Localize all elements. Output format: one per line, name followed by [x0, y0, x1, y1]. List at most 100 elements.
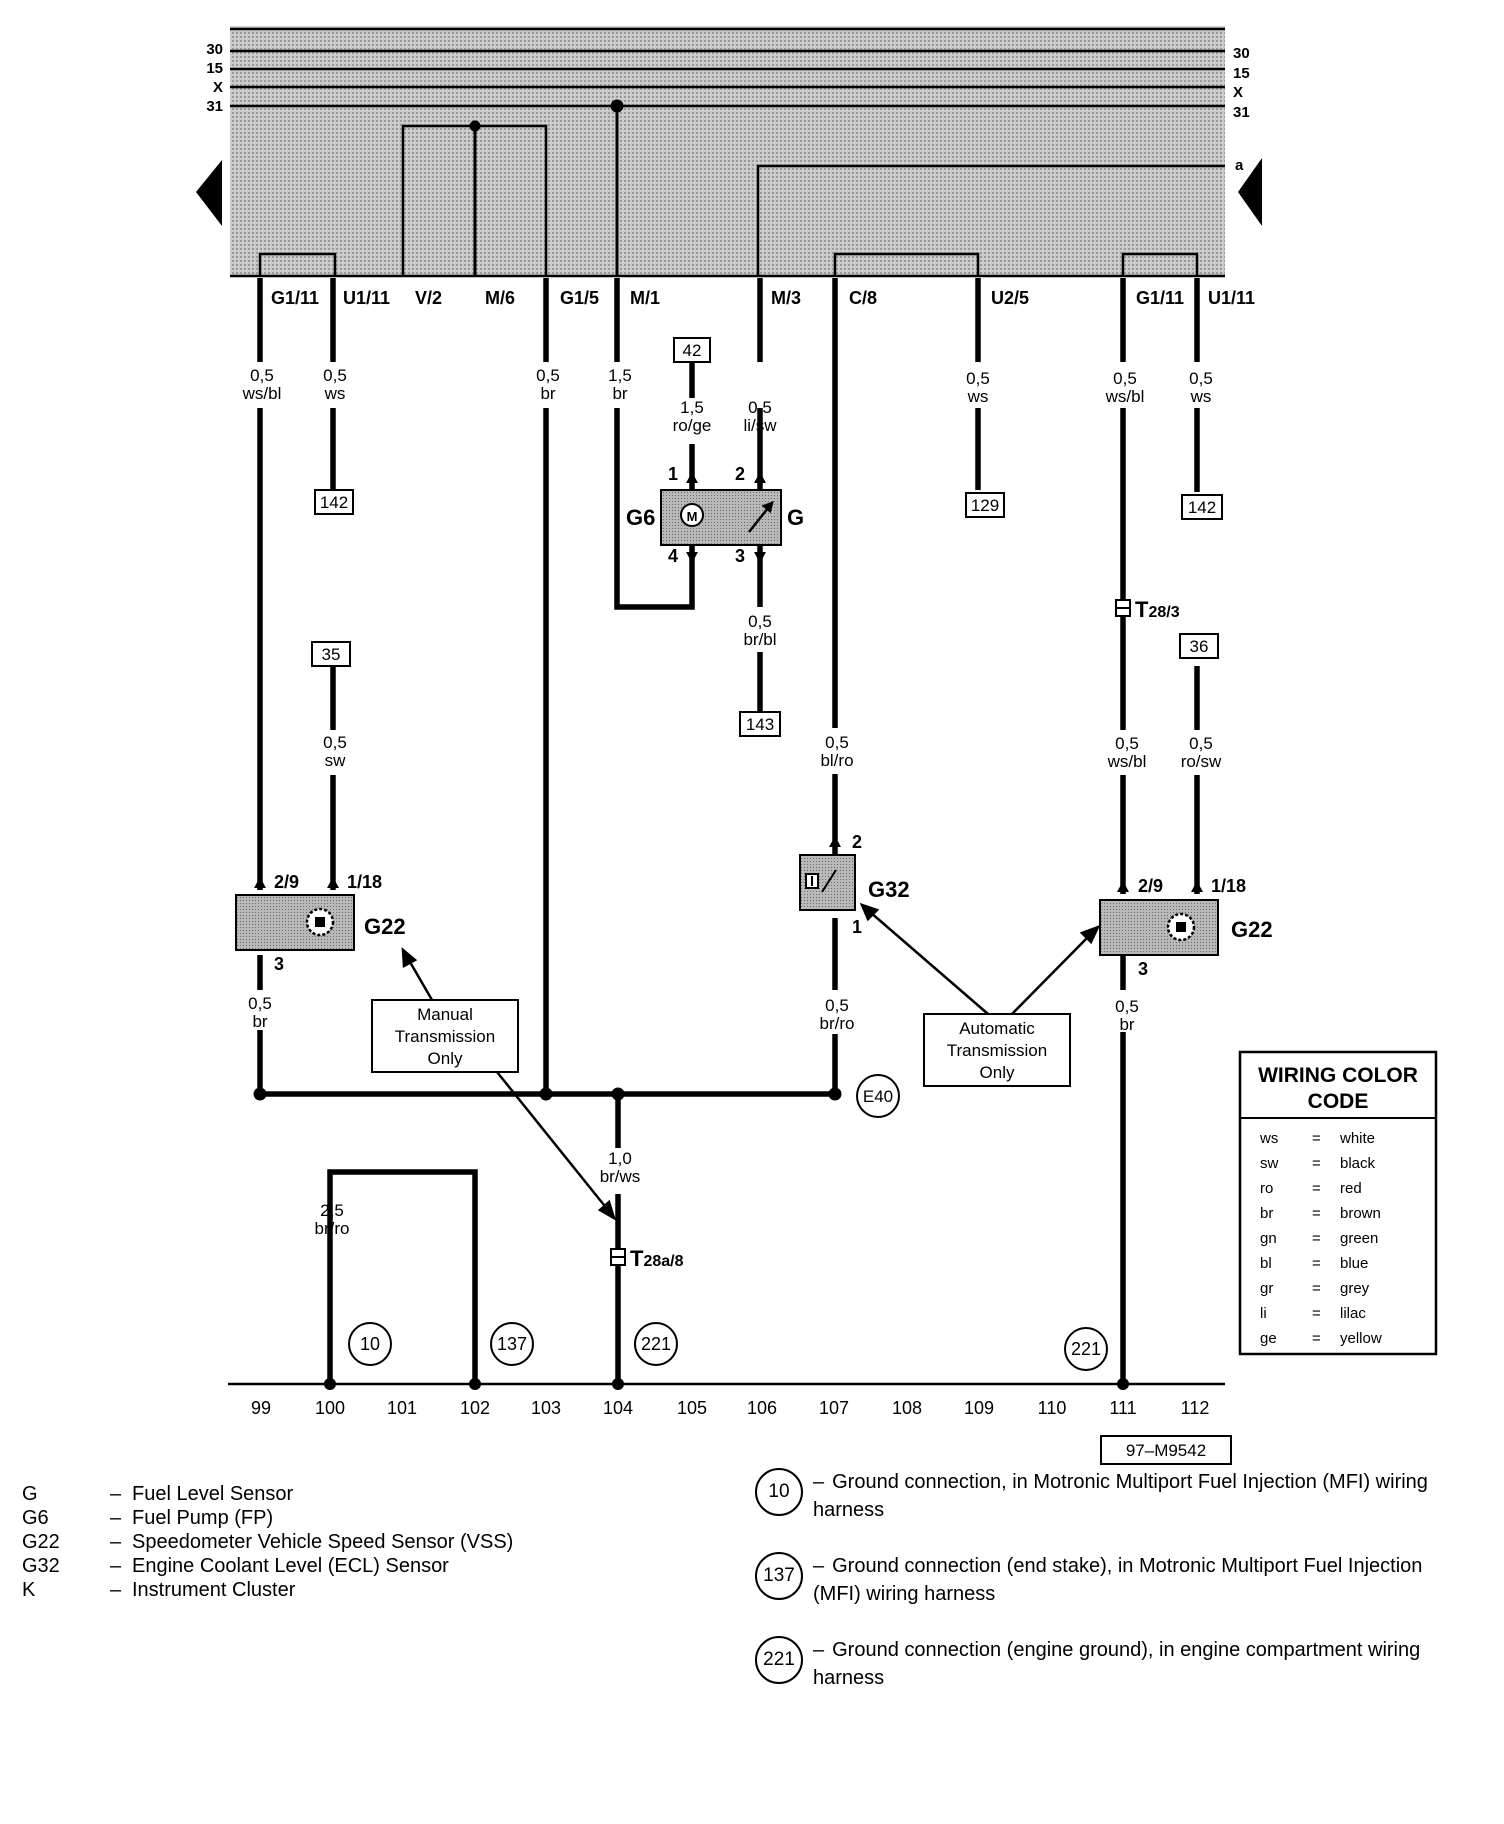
svg-text:Transmission: Transmission	[947, 1041, 1047, 1060]
connector-m-1: M/1	[630, 288, 660, 308]
terminal-t28a-8: T28a/8	[610, 1246, 684, 1271]
connector-v-2: V/2	[415, 288, 442, 308]
svg-text:0,5: 0,5	[1115, 734, 1139, 753]
svg-text:221: 221	[641, 1334, 671, 1354]
svg-text:WIRING COLOR: WIRING COLOR	[1258, 1064, 1418, 1087]
svg-text:Manual: Manual	[417, 1005, 473, 1024]
svg-text:142: 142	[1188, 498, 1216, 517]
pin-2: 2	[735, 464, 745, 484]
connector-g1-11: G1/11	[271, 288, 319, 308]
svg-text:br/ro: br/ro	[315, 1219, 350, 1238]
color-code-row: br	[1260, 1205, 1273, 1222]
cluster-internal-wiring	[258, 99, 1225, 276]
legend-row: G32–Engine Coolant Level (ECL) Sensor	[22, 1555, 449, 1577]
callout-manual-transmission: Manual Transmission Only	[371, 999, 519, 1073]
connector-g1-5: G1/5	[560, 288, 599, 308]
svg-text:42: 42	[683, 341, 702, 360]
speed-sensor-icon	[305, 907, 335, 937]
ground-circle-221: 221	[1064, 1327, 1108, 1371]
fuel-module-box	[660, 489, 782, 546]
pin-2-9: 2/9	[1138, 876, 1163, 896]
svg-text:E40: E40	[863, 1087, 893, 1106]
bus-label-15: 15	[1233, 65, 1250, 82]
wire-labels: 0,5ws/bl 0,5ws 0,5br 1,5br 1,5ro/ge 0,5l…	[242, 366, 1222, 1238]
connector-labels: G1/11 U1/11 V/2 M/6 G1/5 M/1 M/3 C/8 U2/…	[271, 288, 1255, 308]
svg-text:lilac: lilac	[1340, 1305, 1366, 1322]
svg-text:112: 112	[1181, 1398, 1210, 1418]
svg-text:br/bl: br/bl	[743, 630, 776, 649]
pin-2-9: 2/9	[274, 872, 299, 892]
ground-legend-row: 10 –Ground connection, in Motronic Multi…	[755, 1468, 1475, 1524]
svg-text:0,5: 0,5	[248, 994, 272, 1013]
svg-text:br: br	[252, 1012, 267, 1031]
ground-legend-row: 137 –Ground connection (end stake), in M…	[755, 1552, 1475, 1608]
svg-text:0,5: 0,5	[825, 733, 849, 752]
connector-u1-11: U1/11	[343, 288, 390, 308]
svg-text:red: red	[1340, 1180, 1362, 1197]
bus-label-a: a	[1235, 157, 1244, 174]
wire-label: 1,5ro/ge	[673, 398, 712, 435]
color-code-row: sw	[1260, 1155, 1279, 1172]
svg-text:142: 142	[320, 493, 348, 512]
reference-box-142: 142	[314, 489, 354, 515]
svg-text:102: 102	[460, 1398, 490, 1418]
figure-id: 97–M9542	[1100, 1435, 1232, 1465]
left-arrow-icon	[196, 160, 222, 226]
svg-text:221: 221	[1071, 1339, 1101, 1359]
bus-label-15: 15	[206, 60, 223, 77]
pin-1-18: 1/18	[1211, 876, 1246, 896]
svg-text:bl/ro: bl/ro	[820, 751, 853, 770]
legend-row: G6–Fuel Pump (FP)	[22, 1507, 274, 1529]
component-g22: G22	[364, 914, 406, 939]
wire-label: 0,5ws/bl	[242, 366, 282, 403]
wire-label: 0,5ws	[1189, 369, 1213, 406]
bus-label-30: 30	[1233, 45, 1250, 62]
svg-text:0,5: 0,5	[536, 366, 560, 385]
svg-text:ws/bl: ws/bl	[1105, 387, 1145, 406]
pin-3: 3	[735, 546, 745, 566]
wire-label: 0,5br	[536, 366, 560, 403]
svg-text:0,5: 0,5	[1189, 369, 1213, 388]
color-code-row: gr	[1260, 1280, 1273, 1297]
svg-text:ro/ge: ro/ge	[673, 416, 712, 435]
reference-box-42: 42	[673, 337, 711, 363]
svg-text:107: 107	[819, 1398, 849, 1418]
svg-text:blue: blue	[1340, 1255, 1368, 1272]
instrument-cluster-area	[230, 26, 1225, 276]
svg-text:108: 108	[892, 1398, 922, 1418]
svg-text:T28a/8: T28a/8	[630, 1246, 684, 1271]
pin-arrows	[254, 472, 1203, 892]
ground-line-nodes	[324, 1378, 1129, 1390]
legend-row: G22–Speedometer Vehicle Speed Sensor (VS…	[22, 1531, 514, 1553]
wire-label: 0,5li/sw	[743, 398, 777, 435]
pin-4: 4	[668, 546, 678, 566]
pin-labels: 1 2 4 3 2/9 1/18 3 2 1 2/9 1/18 3	[274, 464, 1246, 979]
wire-label: 0,5br	[1115, 997, 1139, 1034]
column-numbers: 99 100 101 102 103 104 105 106 107 108 1…	[251, 1398, 1209, 1418]
reference-box-142: 142	[1181, 494, 1223, 520]
connector-c-8: C/8	[849, 288, 877, 308]
bus-lines	[230, 27, 1225, 278]
wire-label: 0,5ro/sw	[1181, 734, 1222, 771]
ground-legend-row: 221 –Ground connection (engine ground), …	[755, 1636, 1475, 1692]
svg-text:=: =	[1312, 1130, 1321, 1147]
svg-text:yellow: yellow	[1340, 1330, 1382, 1347]
bus-label-x: X	[1233, 84, 1243, 101]
component-g: G	[787, 505, 804, 530]
fuel-level-sensor-icon	[748, 500, 774, 533]
svg-text:110: 110	[1038, 1398, 1067, 1418]
bus-label-31: 31	[1233, 104, 1250, 121]
svg-text:99: 99	[251, 1398, 271, 1418]
color-code-row: li	[1260, 1305, 1267, 1322]
color-code-row: ws	[1259, 1130, 1278, 1147]
svg-text:br/ro: br/ro	[820, 1014, 855, 1033]
svg-text:br: br	[540, 384, 555, 403]
svg-text:black: black	[1340, 1155, 1376, 1172]
svg-text:white: white	[1339, 1130, 1375, 1147]
svg-text:sw: sw	[325, 751, 347, 770]
svg-text:grey: grey	[1340, 1280, 1370, 1297]
callout-pointers	[401, 902, 1101, 1221]
reference-box-129: 129	[965, 492, 1005, 518]
wire-label: 0,5ws	[966, 369, 990, 406]
